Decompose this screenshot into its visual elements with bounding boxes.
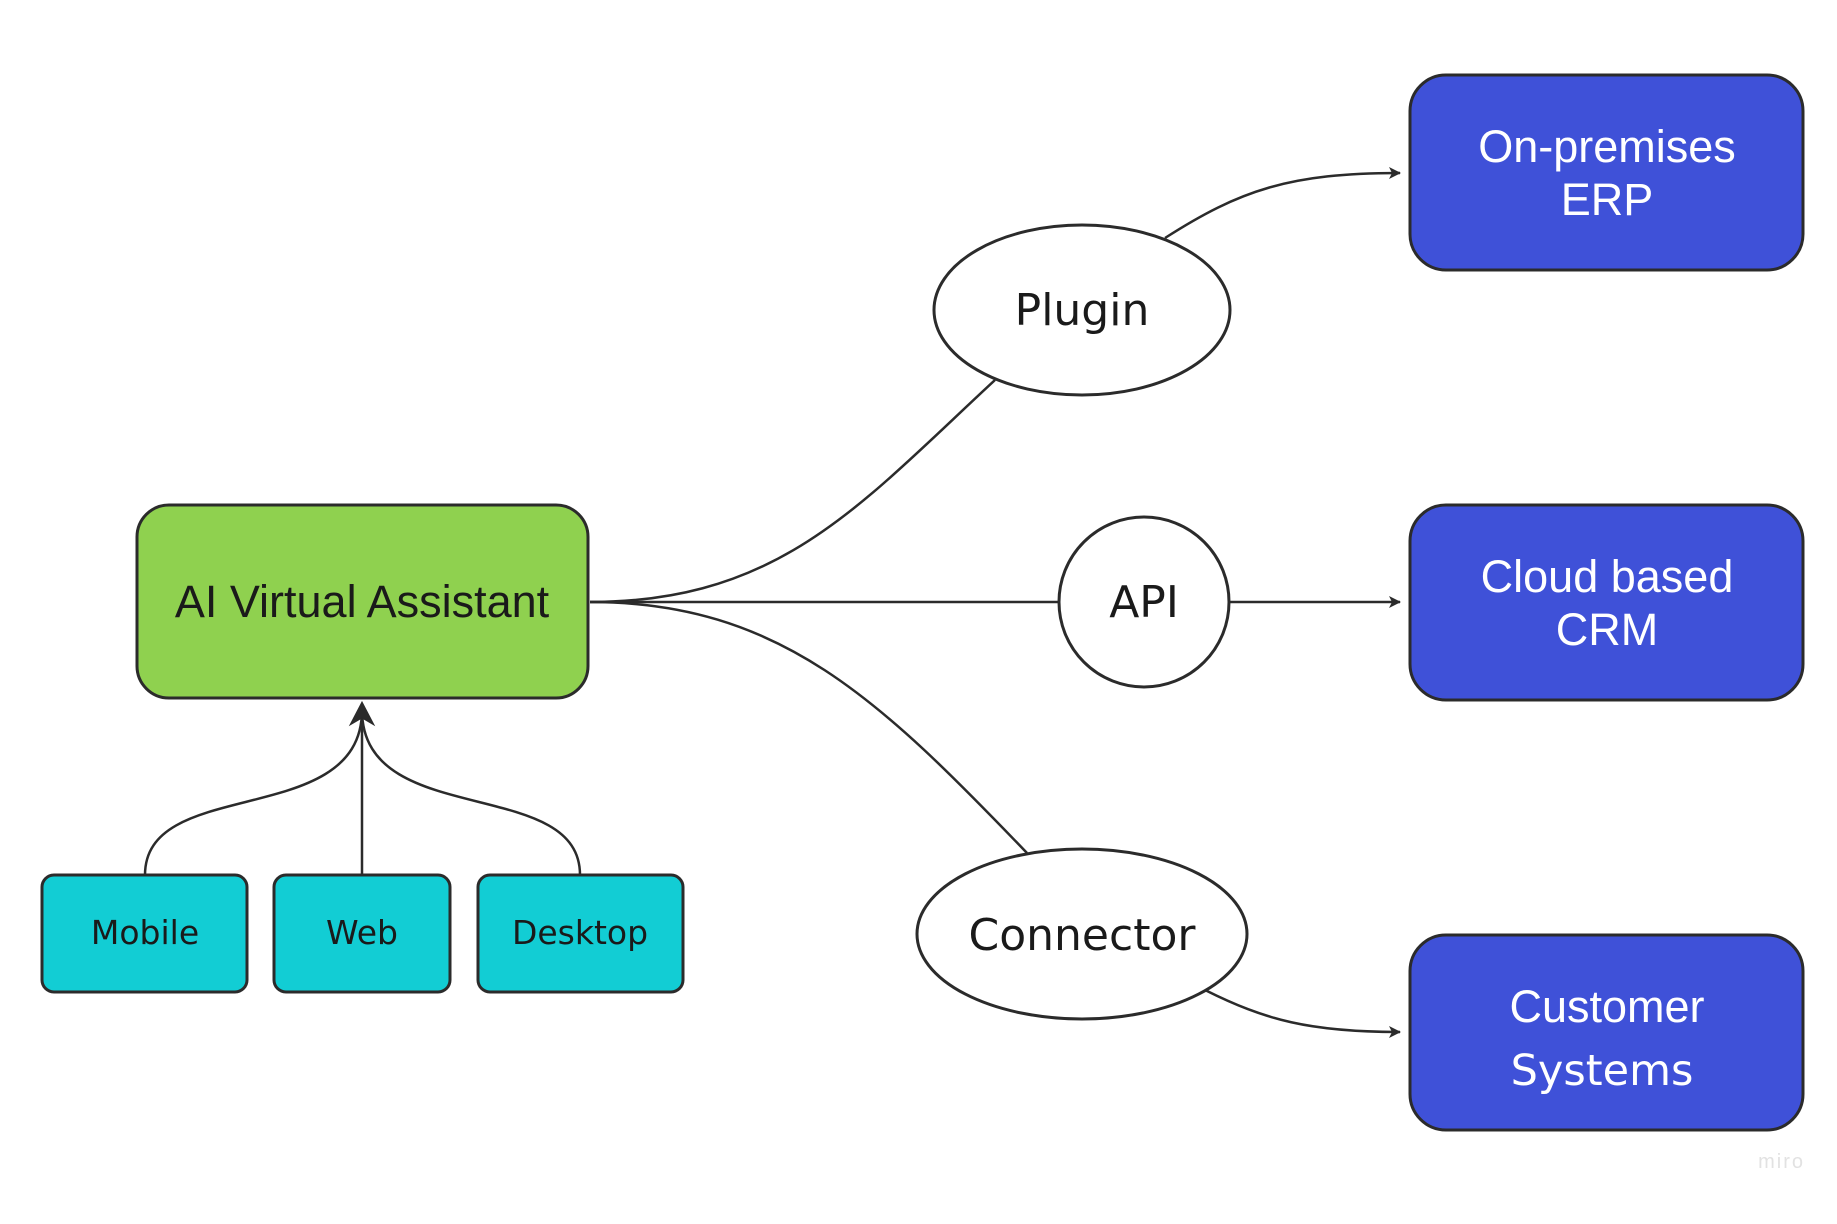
client-label: Mobile [91, 913, 199, 952]
assistant-node[interactable]: AI Virtual Assistant [135, 503, 590, 700]
client-node-web[interactable]: Web [272, 873, 452, 994]
client-box [40, 873, 249, 994]
client-box [272, 873, 452, 994]
system-edges [1164, 167, 1401, 1038]
system-label-line1: Cloud based [1481, 551, 1734, 602]
connector-label: Plugin [1015, 285, 1150, 336]
system-label-line1: Customer [1509, 981, 1704, 1032]
connector-ellipse [1057, 515, 1231, 689]
client-edges [143, 700, 582, 876]
edge-plugin-to-erp [1164, 167, 1401, 240]
connector-label: API [1109, 577, 1179, 628]
system-box [1408, 503, 1805, 702]
system-box [1408, 933, 1805, 1132]
assistant-box [135, 503, 590, 700]
connector-ellipse [915, 847, 1249, 1021]
edge-connector-to-customer-systems [1204, 988, 1401, 1038]
client-label: Desktop [512, 913, 648, 952]
system-label-line2: Systems [1511, 1046, 1694, 1096]
edge-desktop-to-assistant [360, 709, 582, 876]
connector-ellipse [932, 223, 1232, 397]
edge-assistant-to-plugin [589, 379, 996, 604]
edge-mobile-to-assistant [143, 709, 364, 876]
connector-node-plugin[interactable]: Plugin [932, 223, 1232, 397]
client-box [476, 873, 685, 994]
client-node-desktop[interactable]: Desktop [476, 873, 685, 994]
system-node-customer-systems[interactable]: Customer Systems [1408, 933, 1805, 1132]
system-box [1408, 73, 1805, 272]
system-label-line2: CRM [1556, 604, 1658, 655]
connector-label: Connector [969, 910, 1197, 961]
connector-node-api[interactable]: API [1057, 515, 1231, 689]
edge-assistant-to-connector [589, 600, 1028, 854]
assistant-label: AI Virtual Assistant [175, 576, 550, 627]
miro-watermark: miro [1758, 1151, 1805, 1173]
system-node-crm[interactable]: Cloud based CRM [1408, 503, 1805, 702]
edge-arrowhead-into-assistant [348, 700, 376, 727]
client-node-mobile[interactable]: Mobile [40, 873, 249, 994]
connector-node-connector[interactable]: Connector [915, 847, 1249, 1021]
client-label: Web [326, 913, 398, 952]
system-label-line1: On-premises [1478, 121, 1736, 172]
connector-edges [589, 379, 1059, 854]
system-node-erp[interactable]: On-premises ERP [1408, 73, 1805, 272]
system-label-line2: ERP [1561, 174, 1654, 225]
